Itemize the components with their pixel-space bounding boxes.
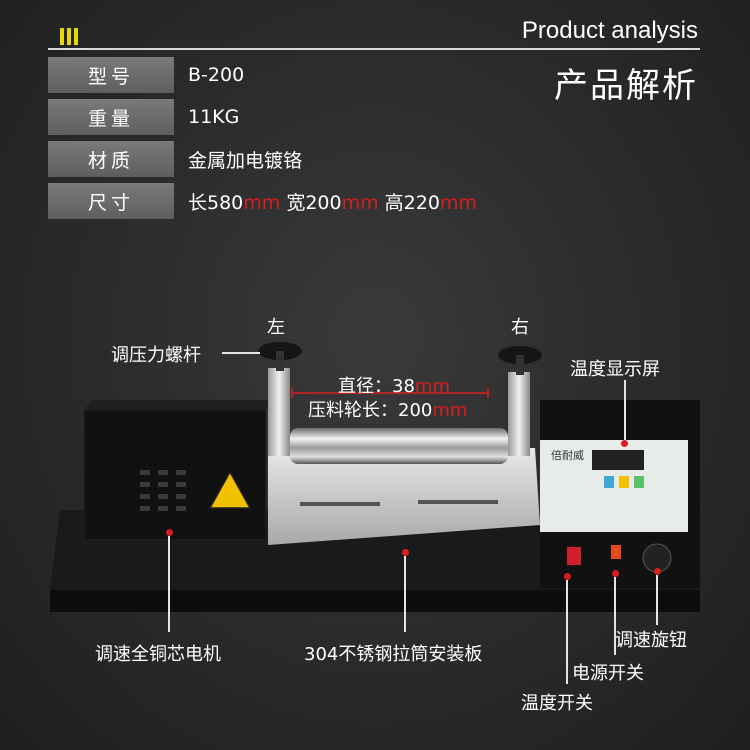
size-width: 宽200	[280, 191, 342, 214]
temp-switch-pointer	[566, 580, 568, 684]
roller-posts	[258, 342, 542, 456]
plate-pointer	[404, 556, 406, 632]
spec-row-model: 型号 B-200	[48, 57, 588, 93]
header-divider	[48, 48, 700, 50]
power-switch-pointer	[614, 577, 616, 655]
roller-length-unit: mm	[432, 400, 468, 421]
size-height: 高220	[378, 191, 440, 214]
pressure-screw-label: 调压力螺杆	[111, 345, 201, 366]
spec-value: 11KG	[188, 106, 240, 128]
motor-housing	[83, 400, 272, 541]
plate-dot	[402, 549, 409, 556]
spec-value: 金属加电镀铬	[188, 149, 303, 172]
temp-display-pointer	[624, 380, 626, 442]
motor-pointer	[168, 536, 170, 632]
spec-row-weight: 重量 11KG	[48, 99, 588, 135]
motor-label: 调速全铜芯电机	[95, 644, 221, 665]
speed-knob-pointer	[656, 575, 658, 625]
speed-knob-label: 调速旋钮	[615, 630, 687, 651]
spec-key: 型号	[48, 57, 174, 93]
temp-switch-label: 温度开关	[521, 693, 593, 714]
diameter-text: 直径：38	[338, 376, 415, 397]
spec-key: 材质	[48, 141, 174, 177]
title-cn: 产品解析	[554, 66, 698, 106]
size-length: 长580	[188, 191, 244, 214]
speed-knob-dot	[654, 568, 661, 575]
temp-display-dot	[621, 440, 628, 447]
pressure-screw-pointer	[222, 352, 260, 354]
power-switch-dot	[612, 570, 619, 577]
spec-row-material: 材质 金属加电镀铬	[48, 141, 588, 177]
spec-key: 尺寸	[48, 183, 174, 219]
size-unit: mm	[439, 191, 477, 214]
spec-value: B-200	[188, 64, 245, 86]
motor-dot	[166, 529, 173, 536]
size-unit: mm	[341, 191, 379, 214]
mounting-plate-shape	[268, 448, 540, 545]
roller-length-text: 压料轮长：200	[308, 400, 433, 421]
roller-length-label: 压料轮长：200mm	[308, 396, 467, 422]
right-label: 右	[511, 317, 529, 338]
control-box	[540, 400, 700, 588]
diameter-unit: mm	[414, 376, 450, 397]
spec-value-size: 长580mm 宽200mm 高220mm	[188, 188, 477, 215]
mounting-plate-label: 304不锈钢拉筒安装板	[304, 644, 483, 665]
temp-switch-dot	[564, 573, 571, 580]
left-label: 左	[267, 317, 285, 338]
spec-key: 重量	[48, 99, 174, 135]
temp-display-label: 温度显示屏	[570, 359, 660, 380]
roller-shape	[290, 428, 508, 464]
power-switch-label: 电源开关	[572, 663, 644, 684]
spec-row-size: 尺寸 长580mm 宽200mm 高220mm	[48, 183, 588, 219]
size-unit: mm	[243, 191, 281, 214]
warning-icon	[208, 470, 252, 509]
panel-brand: 倍耐威	[551, 449, 584, 462]
title-en: Product analysis	[521, 17, 698, 44]
bars-icon	[60, 28, 78, 45]
diameter-label: 直径：38mm	[338, 372, 450, 398]
